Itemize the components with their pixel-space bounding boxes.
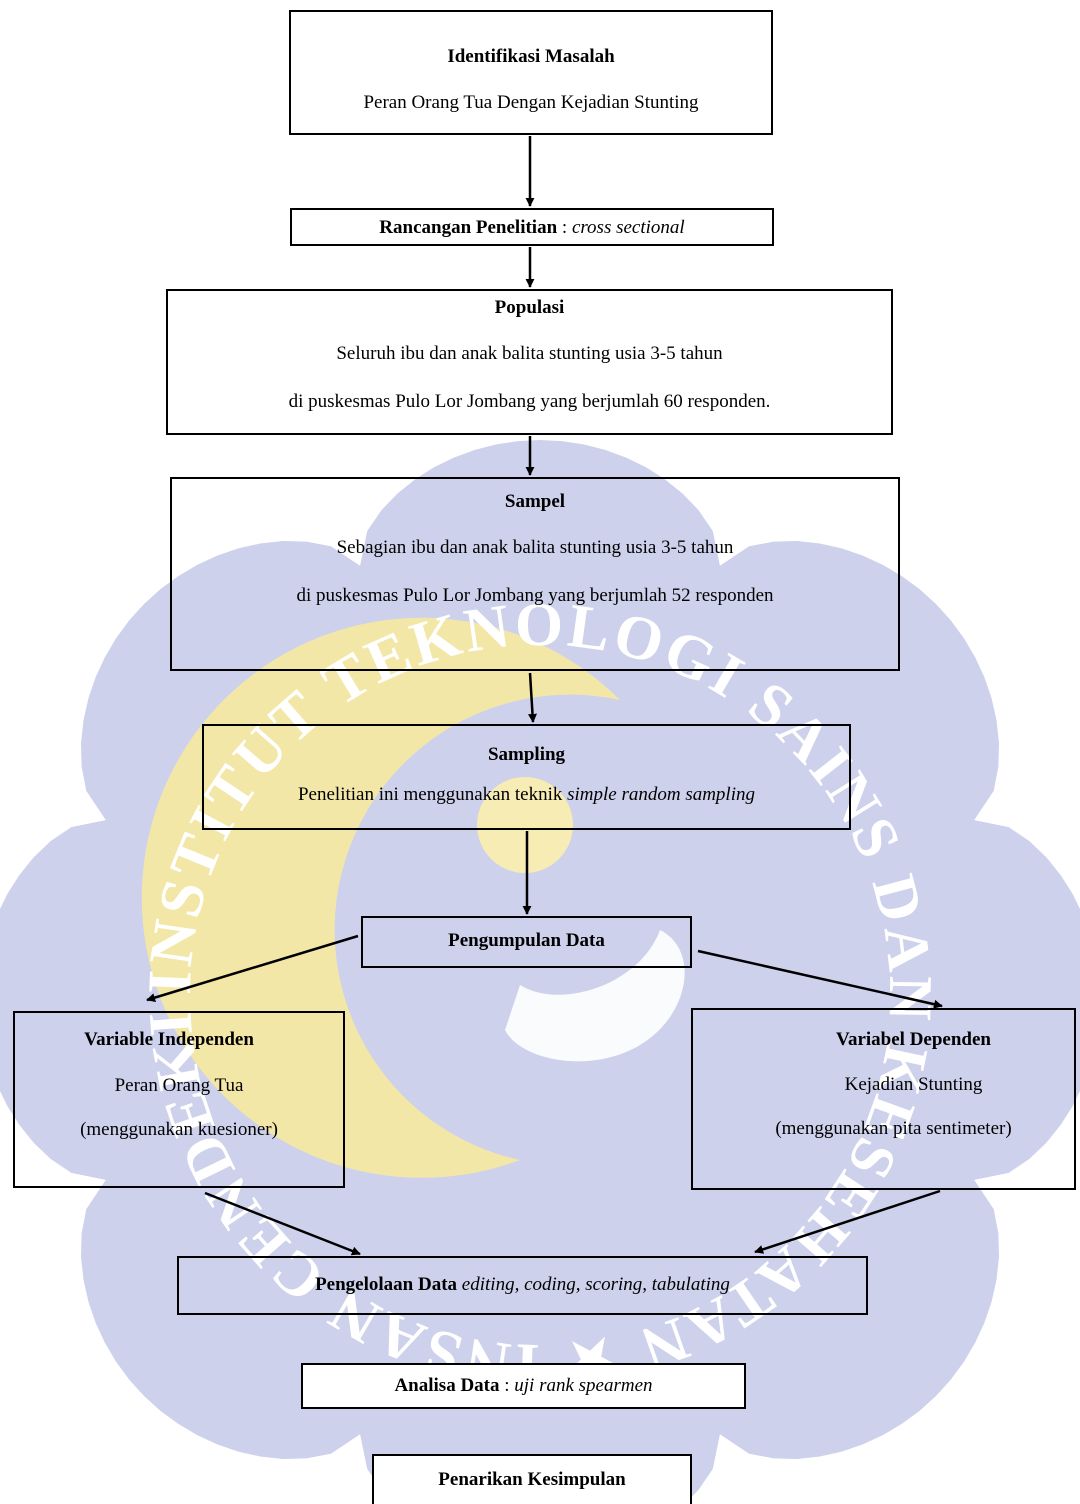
variable-independen-box: Variable Independen Peran Orang Tua (men… bbox=[13, 1011, 345, 1188]
variable-independen-line-2: (menggunakan kuesioner) bbox=[80, 1119, 278, 1140]
sampling-box: Sampling Penelitian ini menggunakan tekn… bbox=[202, 724, 851, 830]
populasi-line-2: di puskesmas Pulo Lor Jombang yang berju… bbox=[288, 391, 771, 412]
analisa-data-title: Analisa Data bbox=[394, 1375, 500, 1396]
variable-independen-line-1: Peran Orang Tua bbox=[114, 1075, 244, 1096]
penarikan-kesimpulan-box: Penarikan Kesimpulan bbox=[372, 1454, 692, 1504]
populasi-line-1: Seluruh ibu dan anak balita stunting usi… bbox=[336, 343, 723, 364]
identifikasi-masalah-text: Peran Orang Tua Dengan Kejadian Stunting bbox=[363, 92, 699, 113]
watermark-sun-icon bbox=[477, 777, 573, 873]
sampel-line-1: Sebagian ibu dan anak balita stunting us… bbox=[336, 537, 734, 558]
populasi-box: Populasi Seluruh ibu dan anak balita stu… bbox=[166, 289, 893, 435]
pengelolaan-data-box: Pengelolaan Data editing, coding, scorin… bbox=[177, 1256, 868, 1315]
analisa-separator: : bbox=[499, 1375, 515, 1396]
pengumpulan-data-title: Pengumpulan Data bbox=[448, 930, 605, 951]
populasi-title: Populasi bbox=[494, 297, 565, 318]
variabel-dependen-box: Variabel Dependen Kejadian Stunting (men… bbox=[691, 1008, 1076, 1190]
rancangan-penelitian-line: Rancangan Penelitian : cross sectional bbox=[292, 217, 772, 240]
variabel-dependen-title: Variabel Dependen bbox=[835, 1029, 991, 1050]
variabel-dependen-line-1: Kejadian Stunting bbox=[844, 1074, 983, 1095]
sampling-method: simple random sampling bbox=[567, 784, 755, 805]
pengelolaan-data-title: Pengelolaan Data bbox=[315, 1274, 458, 1295]
pengumpulan-data-box: Pengumpulan Data bbox=[361, 916, 692, 968]
rancangan-penelitian-box: Rancangan Penelitian : cross sectional bbox=[290, 208, 774, 246]
analisa-data-method: uji rank spearmen bbox=[514, 1375, 653, 1396]
analisa-data-box: Analisa Data : uji rank spearmen bbox=[301, 1363, 746, 1409]
variabel-dependen-line-2: (menggunakan pita sentimeter) bbox=[775, 1118, 1012, 1139]
sampling-text: Penelitian ini menggunakan teknik bbox=[297, 784, 568, 805]
analisa-data-line: Analisa Data : uji rank spearmen bbox=[303, 1375, 744, 1398]
rancangan-penelitian-value: cross sectional bbox=[571, 217, 685, 238]
sampling-title: Sampling bbox=[487, 744, 566, 765]
watermark-moon-icon bbox=[141, 617, 621, 1178]
sampel-title: Sampel bbox=[504, 491, 566, 512]
sampling-line: Penelitian ini menggunakan teknik simple… bbox=[204, 784, 849, 807]
pengelolaan-data-steps: editing, coding, scoring, tabulating bbox=[457, 1274, 730, 1295]
identifikasi-masalah-title: Identifikasi Masalah bbox=[447, 46, 615, 67]
rancangan-separator: : bbox=[557, 217, 572, 238]
pengelolaan-data-line: Pengelolaan Data editing, coding, scorin… bbox=[179, 1274, 866, 1297]
watermark-hand-icon bbox=[505, 930, 685, 1062]
penarikan-kesimpulan-title: Penarikan Kesimpulan bbox=[438, 1469, 626, 1490]
rancangan-penelitian-title: Rancangan Penelitian bbox=[379, 217, 558, 238]
sampel-box: Sampel Sebagian ibu dan anak balita stun… bbox=[170, 477, 900, 671]
identifikasi-masalah-box: Identifikasi Masalah Peran Orang Tua Den… bbox=[289, 10, 773, 135]
variable-independen-title: Variable Independen bbox=[84, 1029, 254, 1050]
sampel-line-2: di puskesmas Pulo Lor Jombang yang berju… bbox=[296, 585, 774, 606]
